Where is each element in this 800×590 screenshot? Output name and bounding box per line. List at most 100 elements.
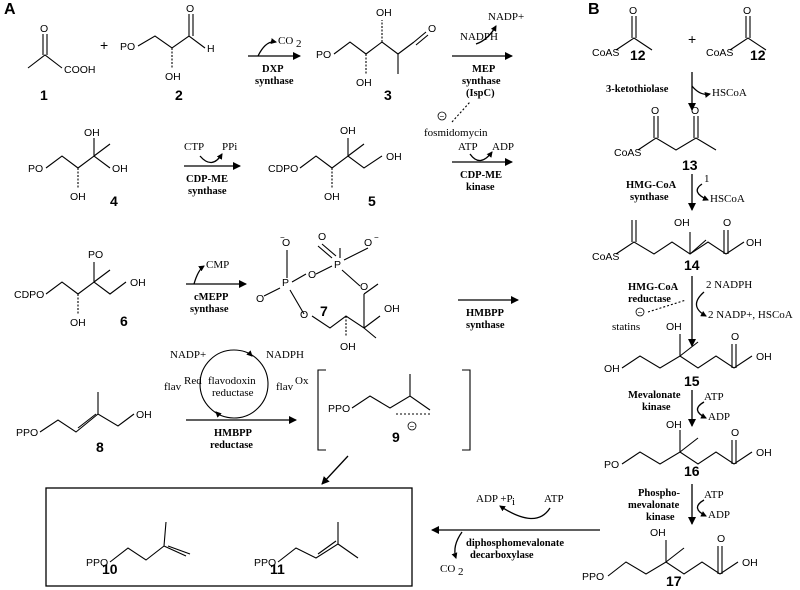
ho-label: OH [604, 363, 620, 375]
compound-label-2: 2 [175, 87, 183, 103]
oxygen-label: O [186, 3, 194, 15]
compound-3-structure: PO OH OH O [316, 7, 436, 89]
nadp-hscoa-label: 2 NADP+, HSCoA [708, 309, 793, 321]
p-label: P [282, 277, 289, 289]
compound-14-structure: CoAS OH O OH [592, 217, 762, 263]
oxygen-label: O [256, 293, 264, 305]
ketothiolase-label: 3-ketothiolase [606, 84, 669, 95]
inhibition-minus-sign: − [638, 308, 643, 317]
cooh-label: COOH [64, 64, 96, 76]
compound-label-6: 6 [120, 313, 128, 329]
dxp-synthase-step: CO 2 DXP synthase [248, 35, 302, 87]
compound-label-17: 17 [666, 573, 682, 589]
oh-label: OH [112, 163, 128, 175]
cdpo-label: CDPO [14, 289, 44, 301]
oh-label: OH [742, 557, 758, 569]
compound-label-12: 12 [750, 47, 766, 63]
oxygen-label: O [743, 5, 751, 17]
hmbpp-reductase-label: HMBPP [214, 428, 252, 439]
co2-label: CO [278, 35, 293, 47]
cmepp-synthase-label: synthase [190, 304, 229, 315]
coas-label: CoAS [592, 47, 619, 59]
minus-sign: − [374, 233, 379, 242]
oh-label: OH [340, 341, 356, 353]
mep-synthase-label: MEP [472, 64, 496, 75]
inhibition-minus-sign: − [440, 112, 445, 121]
oxygen-label: O [318, 231, 326, 243]
compound-13-structure: CoAS O O [614, 105, 717, 159]
flav-red-label: flav [164, 381, 182, 393]
coas-label: CoAS [706, 47, 733, 59]
compound-label-10: 10 [102, 561, 118, 577]
mevalonate-kinase-step: Mevalonate kinase ATP ADP [628, 390, 730, 427]
co2-subscript: 2 [458, 566, 464, 578]
oh-label: OH [130, 277, 146, 289]
oh-label: OH [376, 7, 392, 19]
flav-ox-label: flav [276, 381, 294, 393]
oxygen-label: O [300, 309, 308, 321]
adp-pi-label: ADP +P [476, 493, 513, 505]
mep-synthase-label: (IspC) [466, 88, 495, 99]
oxygen-label: O [731, 427, 739, 439]
hmbpp-reductase-step: HMBPP reductase [186, 416, 297, 451]
compound-label-15: 15 [684, 373, 700, 389]
decarboxylase-step: ADP +P i ATP diphosphomevalonate decarbo… [431, 493, 600, 578]
oh-label: OH [756, 447, 772, 459]
oh-label: OH [674, 217, 690, 229]
dxp-synthase-label: DXP [262, 64, 284, 75]
oh-label: OH [386, 151, 402, 163]
hmgcoa-synthase-label: HMG-CoA [626, 180, 677, 191]
oxygen-label: O [40, 23, 48, 35]
oh-label: OH [384, 303, 400, 315]
oh-label: OH [666, 419, 682, 431]
oh-label: OH [165, 71, 181, 83]
oxygen-label: O [691, 105, 699, 117]
mep-synthase-label: synthase [462, 76, 501, 87]
coas-label: CoAS [592, 251, 619, 263]
atp-label: ATP [704, 391, 724, 403]
p-label: P [334, 259, 341, 271]
compound-label-9: 9 [392, 429, 400, 445]
compound-label-14: 14 [684, 257, 700, 273]
oxygen-label: O [360, 281, 368, 293]
acetyl-coa-number: 1 [704, 173, 710, 185]
oh-label: OH [756, 351, 772, 363]
cmepp-synthase-step: CMP cMEPP synthase [186, 259, 247, 315]
compound-15-structure: OH OH O OH [604, 321, 772, 375]
minus-sign: − [280, 233, 285, 242]
atp-label: ATP [458, 141, 478, 153]
oxygen-label: O [428, 23, 436, 35]
flavodoxin-cycle: NADP+ NADPH flav Red flav Ox flavodoxin … [164, 349, 309, 419]
oxygen-label: O [308, 269, 316, 281]
compound-label-7: 7 [320, 303, 328, 319]
hmbpp-synthase-label: synthase [466, 320, 505, 331]
po-label: PO [316, 49, 331, 61]
oh-label: OH [340, 125, 356, 137]
cmp-label: CMP [206, 259, 229, 271]
pi-subscript: i [512, 496, 515, 508]
cdp-me-synthase-label: synthase [188, 186, 227, 197]
oxygen-label: O [731, 331, 739, 343]
oh-label: OH [324, 191, 340, 203]
hmgcoa-synthase-step: HMG-CoA synthase 1 HSCoA [626, 173, 745, 211]
compound-9-structure: PPO − [317, 369, 471, 451]
products-box [45, 487, 413, 587]
compound-label-11: 11 [270, 561, 285, 577]
compound-12-structure-right: CoAS O [706, 5, 767, 59]
h-label: H [207, 43, 215, 55]
phosphomevalonate-kinase-label: Phospho- [638, 488, 681, 499]
cdp-me-synthase-step: CTP PPi CDP-ME synthase [184, 141, 241, 197]
ppo-label: PPO [254, 557, 276, 569]
hmbpp-reductase-label: reductase [210, 440, 253, 451]
compound-label-3: 3 [384, 87, 392, 103]
oh-label: OH [136, 409, 152, 421]
compound-7-structure: O − O − P P O O O O O OH OH [256, 231, 400, 353]
po-label: PO [88, 249, 103, 261]
mep-synthase-step: NADPH NADP+ MEP synthase (IspC) − fosmid… [424, 11, 524, 139]
anion-minus-sign: − [410, 422, 415, 431]
oxygen-label: O [651, 105, 659, 117]
coas-label: CoAS [614, 147, 641, 159]
compound-12-structure-left: CoAS O [592, 5, 653, 59]
ppo-label: PPO [16, 427, 38, 439]
